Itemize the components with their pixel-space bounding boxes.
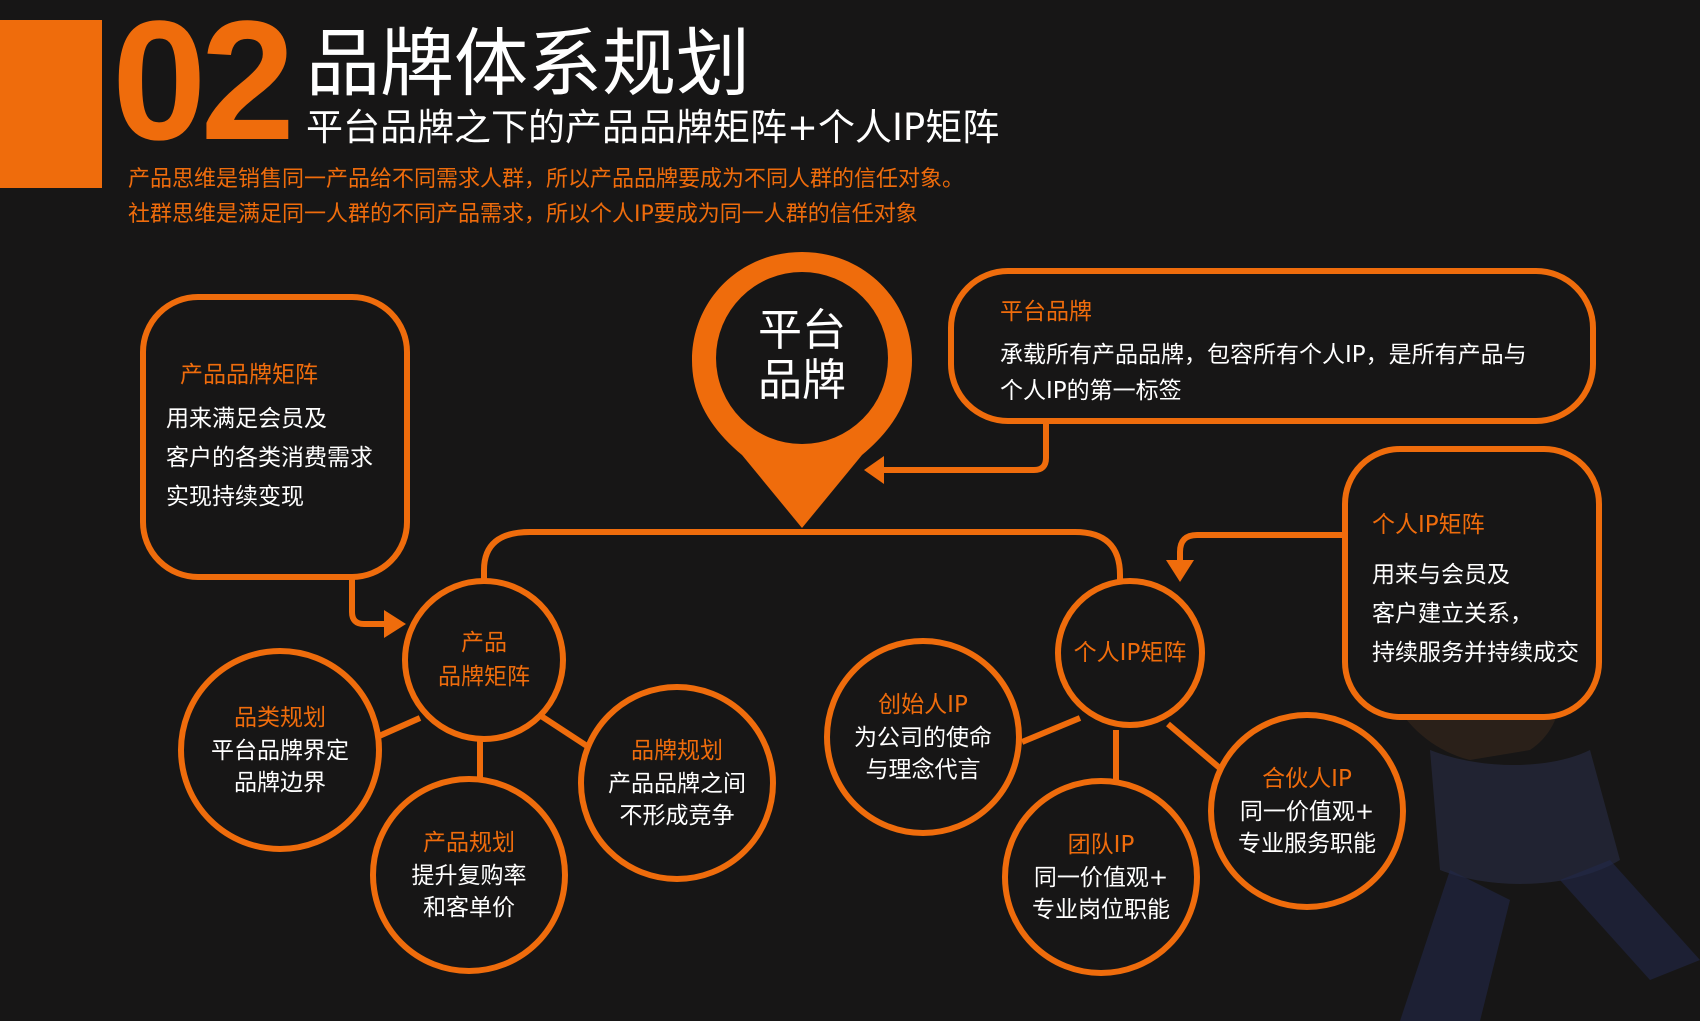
brand-planning-line-2: 不形成竞争 (619, 802, 735, 829)
brand-planning-title: 品牌规划 (631, 737, 723, 764)
ip-matrix-box: 个人IP矩阵 用来与会员及 客户建立关系， 持续服务并持续成交 (1342, 446, 1602, 720)
partner-ip-title: 合伙人IP (1262, 765, 1352, 792)
brand-planning-node: 品牌规划 产品品牌之间 不形成竞争 (578, 684, 776, 882)
ip-hub-label: 个人IP矩阵 (1073, 640, 1187, 666)
team-ip-node: 团队IP 同一价值观+ 专业岗位职能 (1002, 778, 1200, 976)
category-planning-line-1: 平台品牌界定 (211, 737, 349, 764)
partner-ip-line-2: 专业服务职能 (1238, 830, 1376, 857)
product-planning-line-2: 和客单价 (423, 894, 515, 921)
founder-ip-title: 创始人IP (878, 691, 968, 718)
product-box-line-2: 客户的各类消费需求 (166, 445, 373, 471)
product-box-line-3: 实现持续变现 (166, 484, 304, 510)
product-box-title: 产品品牌矩阵 (180, 362, 318, 388)
platform-arrow-head (864, 456, 884, 484)
ip-box-title: 个人IP矩阵 (1372, 512, 1485, 538)
product-planning-line-1: 提升复购率 (411, 862, 527, 889)
location-pin-icon (692, 252, 912, 528)
section-number: 02 (112, 0, 295, 176)
ip-box-line-3: 持续服务并持续成交 (1372, 640, 1579, 666)
description-line-1: 产品思维是销售同一产品给不同需求人群，所以产品品牌要成为不同人群的信任对象。 (128, 167, 965, 192)
team-ip-title: 团队IP (1067, 831, 1135, 858)
partner-ip-node: 合伙人IP 同一价值观+ 专业服务职能 (1208, 712, 1406, 910)
pin-label-line-2: 品牌 (758, 355, 846, 406)
spoke-brand-plan (533, 709, 592, 751)
brand-planning-line-1: 产品品牌之间 (608, 770, 746, 797)
team-ip-line-2: 专业岗位职能 (1032, 896, 1170, 923)
ip-box-line-2: 客户建立关系， (1372, 601, 1533, 627)
platform-brand-box: 平台品牌 承载所有产品品牌，包容所有个人IP，是所有产品与 个人IP的第一标签 (948, 268, 1596, 424)
page-title: 品牌体系规划 (306, 21, 750, 107)
platform-box-line-2: 个人IP的第一标签 (1000, 378, 1182, 404)
product-matrix-box: 产品品牌矩阵 用来满足会员及 客户的各类消费需求 实现持续变现 (140, 294, 410, 580)
pin-label-line-1: 平台 (758, 305, 846, 356)
description-line-2: 社群思维是满足同一人群的不同产品需求，所以个人IP要成为同一人群的信任对象 (128, 202, 918, 227)
product-matrix-hub: 产品 品牌矩阵 (402, 578, 566, 742)
ip-box-arrow-line (1177, 532, 1345, 560)
product-arrow-head (384, 610, 406, 638)
team-ip-line-1: 同一价值观+ (1033, 864, 1169, 891)
product-planning-title: 产品规划 (423, 829, 515, 856)
partner-ip-line-1: 同一价值观+ (1239, 798, 1375, 825)
page-subtitle: 平台品牌之下的产品品牌矩阵+个人IP矩阵 (306, 106, 1000, 149)
founder-ip-node: 创始人IP 为公司的使命 与理念代言 (824, 638, 1022, 836)
product-planning-node: 产品规划 提升复购率 和客单价 (370, 776, 568, 974)
pin-label: 平台 品牌 (742, 306, 862, 406)
category-planning-node: 品类规划 平台品牌界定 品牌边界 (178, 648, 382, 852)
platform-box-arrow-line (880, 422, 1049, 473)
platform-box-line-1: 承载所有产品品牌，包容所有个人IP，是所有产品与 (1000, 342, 1527, 368)
product-box-arrow-line (349, 578, 386, 627)
category-planning-title: 品类规划 (234, 704, 326, 731)
spoke-founder (1020, 715, 1082, 745)
ip-arrow-head (1166, 560, 1194, 582)
product-hub-line-1: 产品 (461, 630, 507, 656)
founder-ip-line-2: 与理念代言 (865, 756, 981, 783)
founder-ip-line-1: 为公司的使命 (854, 724, 992, 751)
product-hub-line-2: 品牌矩阵 (438, 664, 530, 690)
orange-accent-block (0, 20, 102, 188)
category-planning-line-2: 品牌边界 (234, 769, 326, 796)
spoke-partner (1166, 721, 1224, 773)
ip-box-line-1: 用来与会员及 (1372, 562, 1510, 588)
ip-matrix-hub: 个人IP矩阵 (1055, 578, 1205, 728)
hub-connector-arc (481, 529, 1123, 583)
platform-box-title: 平台品牌 (1000, 299, 1092, 325)
product-box-line-1: 用来满足会员及 (166, 406, 327, 432)
